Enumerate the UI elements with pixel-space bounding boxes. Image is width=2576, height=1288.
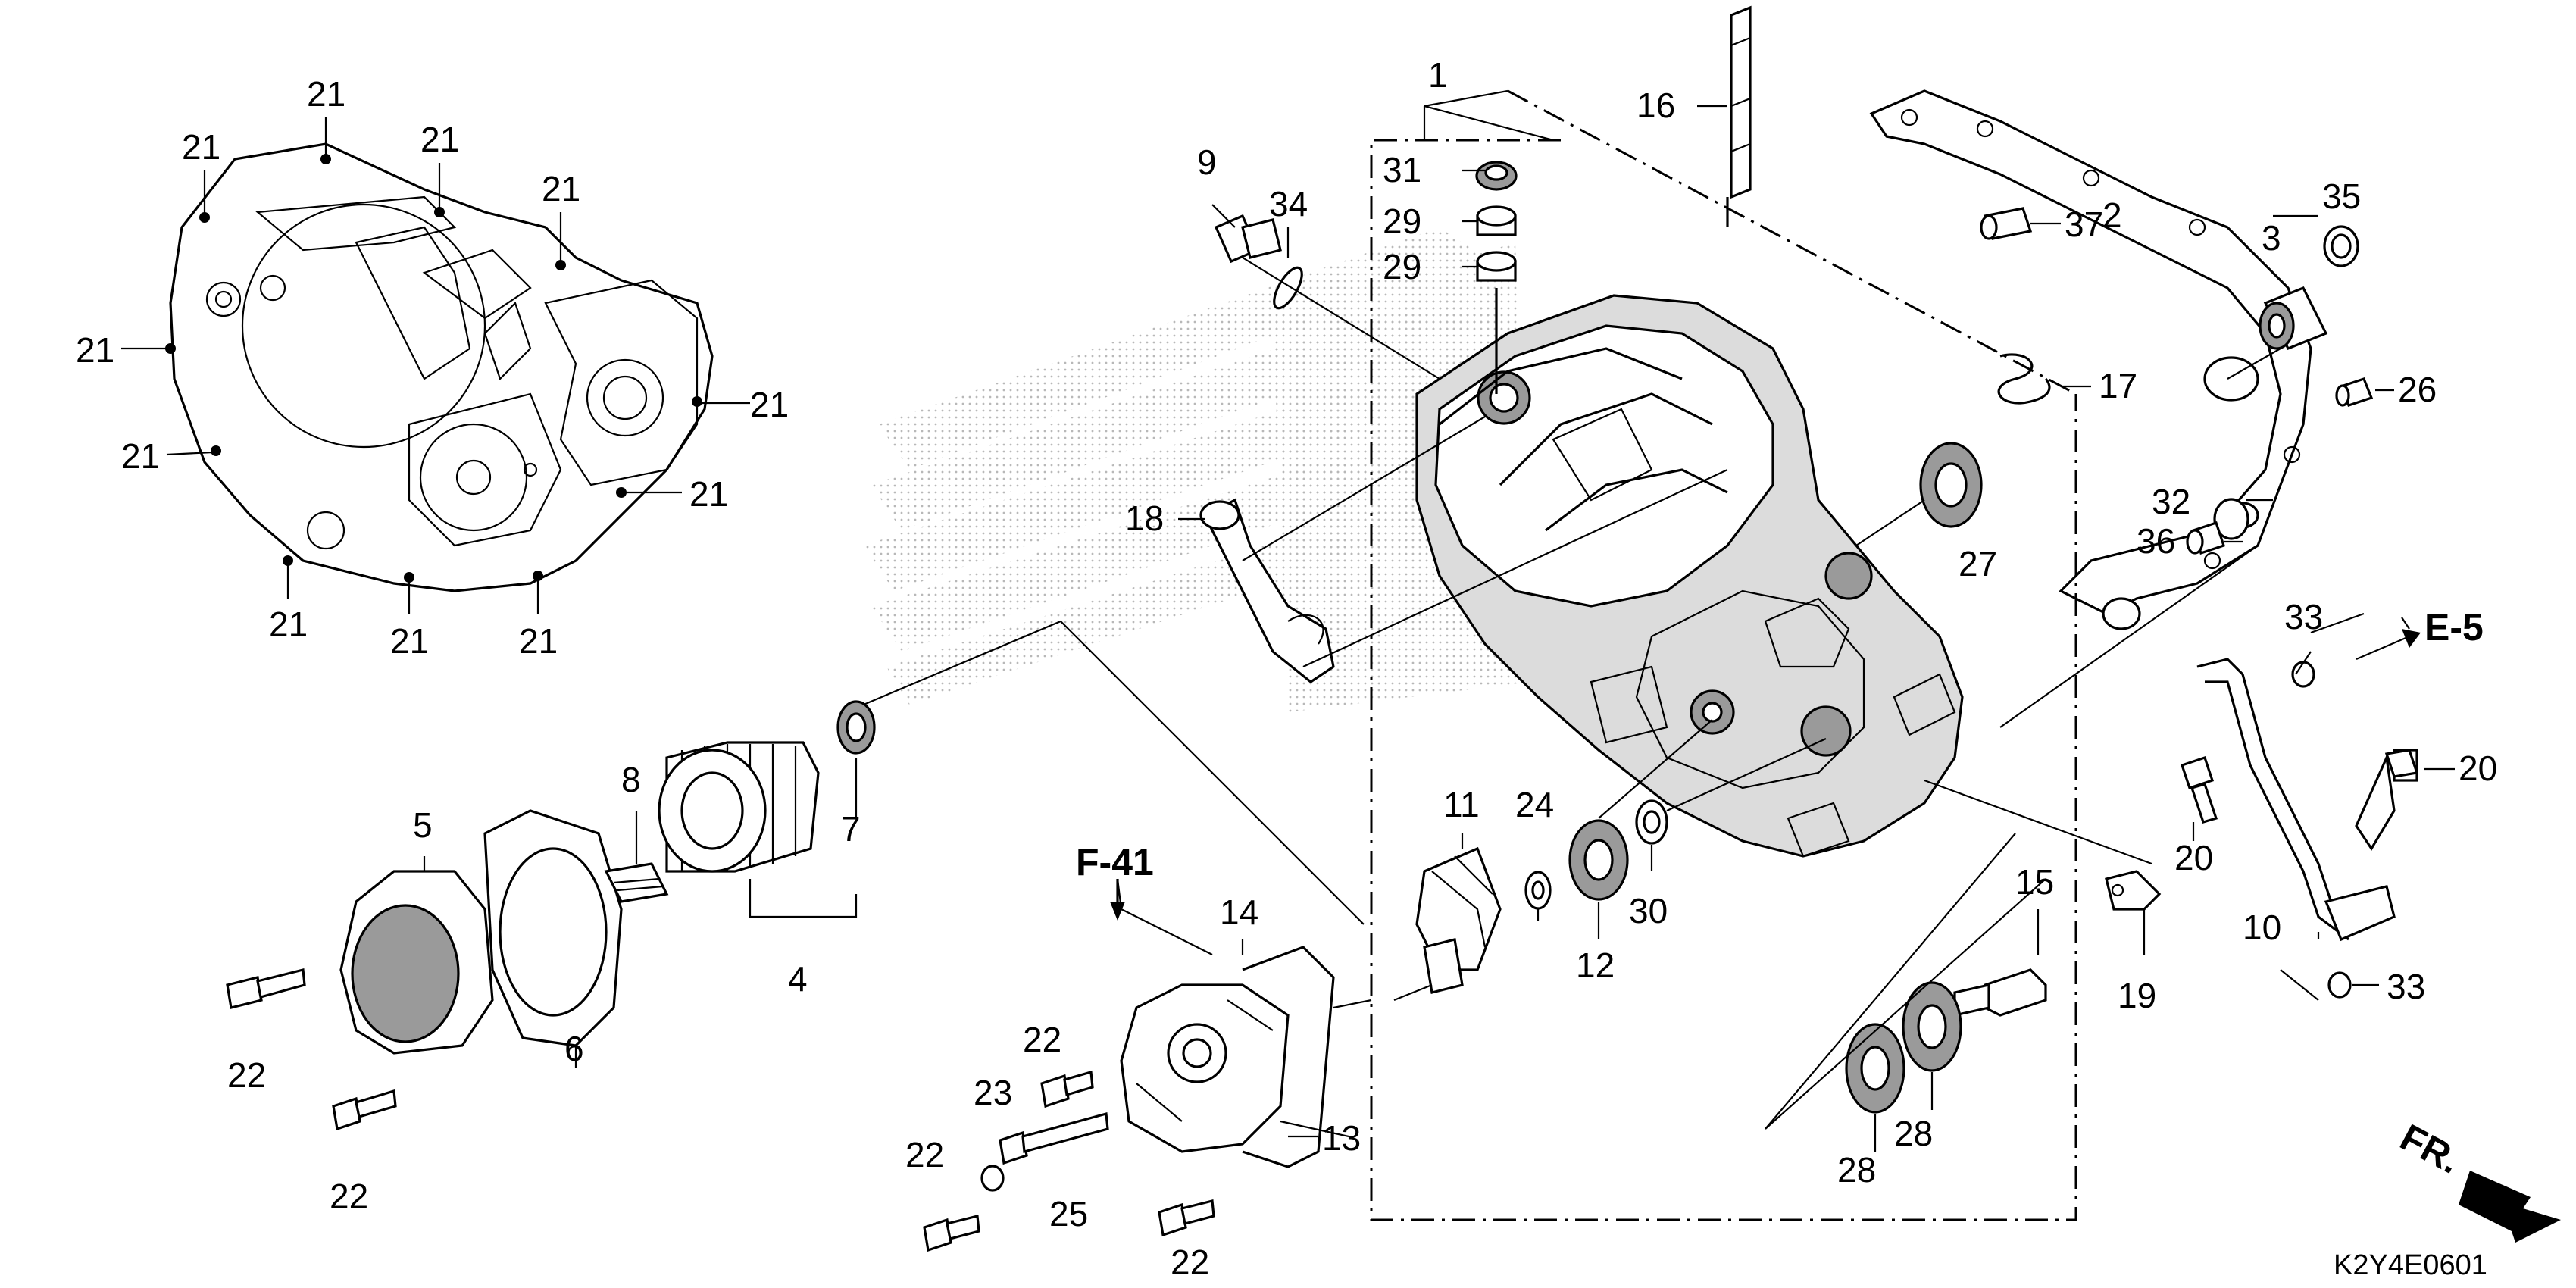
part-14-13 bbox=[1116, 878, 1372, 1168]
label-22: 22 bbox=[330, 1177, 368, 1216]
part-11-impeller bbox=[1393, 846, 1502, 1002]
part-16-pin bbox=[1726, 5, 1752, 227]
label-21: 21 bbox=[182, 127, 220, 167]
part-20-bolts bbox=[2180, 749, 2419, 824]
part-10-pipe bbox=[2196, 658, 2418, 942]
label-3: 3 bbox=[2262, 218, 2281, 258]
leaders-21 bbox=[121, 117, 750, 614]
label-20: 20 bbox=[2459, 749, 2497, 788]
label-4: 4 bbox=[788, 959, 808, 999]
label-33: 33 bbox=[2387, 967, 2425, 1006]
label-20: 20 bbox=[2174, 838, 2213, 877]
label-14: 14 bbox=[1220, 893, 1258, 932]
label-21: 21 bbox=[519, 621, 558, 661]
leader-lines bbox=[423, 105, 2455, 1152]
ref-e5: E-5 bbox=[2424, 606, 2484, 649]
diagram-code: K2Y4E0601 bbox=[2334, 1249, 2487, 1281]
label-22: 22 bbox=[1171, 1243, 1209, 1282]
label-25: 25 bbox=[1049, 1194, 1088, 1233]
bolts-22-23-25 bbox=[226, 968, 1215, 1252]
part-9-34 bbox=[1214, 214, 1440, 380]
label-16: 16 bbox=[1637, 86, 1675, 125]
label-21: 21 bbox=[750, 385, 789, 424]
arrow-fr bbox=[2459, 1171, 2561, 1243]
label-36: 36 bbox=[2137, 521, 2175, 561]
label-8: 8 bbox=[621, 760, 641, 799]
assembly-outline bbox=[1370, 89, 2077, 1221]
label-29: 29 bbox=[1383, 247, 1421, 286]
label-21: 21 bbox=[307, 74, 345, 114]
bolt-points-21 bbox=[165, 154, 702, 583]
label-21: 21 bbox=[121, 436, 160, 476]
part-19-plate bbox=[1924, 779, 2162, 911]
label-28: 28 bbox=[1894, 1114, 1933, 1153]
label-35: 35 bbox=[2322, 177, 2361, 216]
part-2-gasket bbox=[1869, 89, 2312, 728]
label-21: 21 bbox=[689, 474, 728, 514]
label-28: 28 bbox=[1837, 1150, 1876, 1190]
label-30: 30 bbox=[1629, 891, 1668, 930]
ref-fr: FR. bbox=[2393, 1116, 2467, 1182]
arrow-f41 bbox=[1110, 879, 1125, 921]
label-22: 22 bbox=[227, 1055, 266, 1095]
part-17-spring bbox=[1997, 353, 2051, 405]
right-crankcase-cover bbox=[1415, 294, 1964, 858]
part-5-6-8-4-7 bbox=[339, 620, 1365, 1055]
part-24-12-30 bbox=[1524, 719, 1827, 910]
label-23: 23 bbox=[974, 1073, 1012, 1112]
label-31: 31 bbox=[1383, 150, 1421, 189]
label-10: 10 bbox=[2243, 908, 2281, 947]
label-21: 21 bbox=[542, 169, 580, 208]
label-22: 22 bbox=[905, 1135, 944, 1174]
label-17: 17 bbox=[2099, 366, 2137, 405]
label-21: 21 bbox=[420, 120, 459, 159]
label-11: 11 bbox=[1443, 785, 1480, 824]
label-21: 21 bbox=[269, 605, 308, 644]
part-33-orings bbox=[2280, 661, 2352, 1001]
label-21: 21 bbox=[390, 621, 429, 661]
label-27: 27 bbox=[1959, 544, 1997, 583]
label-29: 29 bbox=[1383, 202, 1421, 241]
crankcase-cover bbox=[169, 142, 714, 592]
part-18-arm bbox=[1199, 416, 1728, 683]
part-26-dowel bbox=[2335, 377, 2374, 407]
label-18: 18 bbox=[1125, 499, 1164, 538]
label-2: 2 bbox=[2102, 195, 2122, 235]
label-19: 19 bbox=[2118, 976, 2156, 1015]
label-7: 7 bbox=[841, 809, 861, 849]
label-26: 26 bbox=[2398, 370, 2437, 409]
label-1: 1 bbox=[1428, 55, 1448, 95]
label-12: 12 bbox=[1576, 946, 1615, 985]
label-5: 5 bbox=[413, 805, 433, 845]
label-22: 22 bbox=[1023, 1020, 1061, 1059]
label-37: 37 bbox=[2065, 205, 2103, 244]
part-28-bearings bbox=[1765, 833, 2046, 1130]
label-34: 34 bbox=[1269, 184, 1308, 224]
part-3-35 bbox=[2227, 225, 2359, 380]
label-21: 21 bbox=[76, 330, 114, 370]
label-24: 24 bbox=[1515, 785, 1554, 824]
watermark-logo bbox=[864, 227, 1530, 712]
part-27-bearing bbox=[1855, 442, 1983, 546]
label-13: 13 bbox=[1322, 1118, 1361, 1158]
part-37-dowel bbox=[1980, 207, 2033, 240]
part-32-36 bbox=[2186, 498, 2249, 555]
part-15-switch bbox=[1953, 932, 2047, 1017]
label-6: 6 bbox=[564, 1029, 584, 1068]
label-9: 9 bbox=[1197, 142, 1217, 182]
label-33: 33 bbox=[2284, 597, 2323, 636]
label-32: 32 bbox=[2152, 482, 2190, 521]
label-15: 15 bbox=[2015, 862, 2054, 902]
arrow-e5 bbox=[2356, 629, 2421, 661]
ref-f41: F-41 bbox=[1076, 841, 1154, 883]
bearings-29-31 bbox=[1475, 161, 1518, 394]
